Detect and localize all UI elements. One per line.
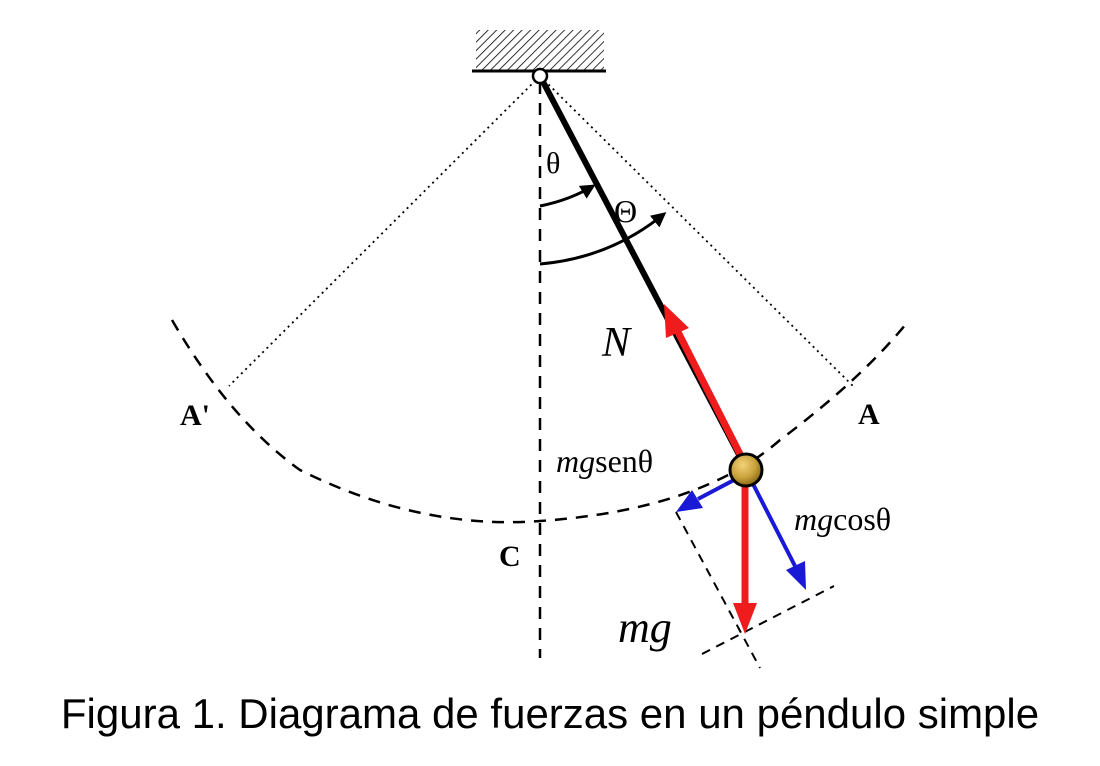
label-A: A [858, 398, 880, 431]
radial-component-arrow [750, 481, 806, 590]
label-mg: mg [618, 603, 672, 652]
label-theta: θ [546, 147, 560, 180]
label-mg-sen-theta: mgsenθ [556, 443, 653, 479]
angle-Theta-arc [539, 212, 667, 266]
dotted-line-right [539, 75, 854, 387]
component-guide-line-bottom [701, 585, 835, 655]
ceiling-support [472, 30, 606, 73]
label-A-prime: A' [180, 399, 210, 432]
component-guide-line-left [675, 511, 761, 669]
label-N: N [601, 320, 632, 366]
pendulum-diagram: θ Θ N A' A C mgsenθ mgcosθ mg [170, 30, 907, 669]
pendulum-bob [728, 452, 764, 488]
figure-caption: Figura 1. Diagrama de fuerzas en un pénd… [60, 690, 1040, 737]
normal-force-arrow [664, 304, 746, 460]
label-mg-cos-theta: mgcosθ [794, 501, 891, 537]
dotted-line-left [228, 75, 541, 387]
pivot-point [531, 67, 549, 85]
label-Theta: Θ [614, 193, 637, 229]
trajectory-arc [170, 319, 907, 524]
label-mg-cos-theta-italic: mg [794, 501, 833, 537]
label-mg-cos-theta-rest: cosθ [833, 501, 891, 537]
label-mg-sen-theta-rest: senθ [595, 443, 653, 479]
tangential-component-arrow [676, 478, 735, 512]
angle-theta-arc [539, 184, 596, 208]
label-C: C [499, 540, 521, 573]
label-mg-sen-theta-italic: mg [556, 443, 595, 479]
weight-arrow [733, 480, 757, 634]
